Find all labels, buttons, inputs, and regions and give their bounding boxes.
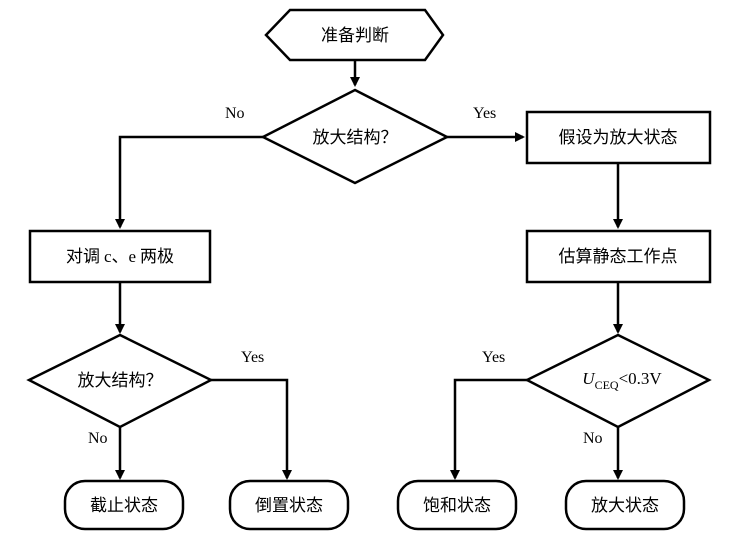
- swap-ce-suffix: 两极: [140, 247, 174, 267]
- decision2-yes-label: Yes: [241, 349, 264, 366]
- cutoff-label: 截止状态: [90, 496, 158, 516]
- decision1-label: 放大结构？: [313, 128, 398, 148]
- swap-ce-box: [28, 229, 212, 284]
- assume-amplify-label: 假设为放大状态: [559, 128, 678, 148]
- cutoff-terminal: [63, 479, 185, 531]
- inverted-label: 倒置状态: [255, 496, 323, 516]
- start-hexagon: [264, 8, 445, 62]
- edge-decision3-yes: [450, 378, 527, 480]
- decision1-diamond: [260, 88, 450, 185]
- amplify-label: 放大状态: [591, 496, 659, 516]
- assume-amplify-box: [525, 110, 712, 165]
- amplify-terminal: [564, 479, 686, 531]
- decision2-label: 放大结构？: [78, 371, 163, 391]
- swap-ce-mid: c、e: [104, 247, 136, 266]
- estimate-q-label: 估算静态工作点: [559, 247, 678, 267]
- decision3-var: U: [582, 369, 596, 388]
- decision2-diamond: [26, 333, 214, 429]
- decision3-diamond: [524, 333, 712, 429]
- estimate-q-box: [525, 229, 712, 284]
- edge-decision1-no: [115, 135, 263, 229]
- decision3-no-label: No: [583, 430, 603, 447]
- start-label: 准备判断: [321, 26, 389, 46]
- decision3-yes-label: Yes: [482, 349, 505, 366]
- decision3-sub: CEQ: [595, 378, 619, 392]
- saturation-label: 饱和状态: [423, 496, 491, 516]
- saturation-terminal: [396, 479, 518, 531]
- edge-decision2-yes: [211, 378, 292, 480]
- inverted-terminal: [228, 479, 350, 531]
- decision3-label: UCEQ<0.3V: [582, 369, 662, 392]
- decision1-yes-label: Yes: [473, 105, 496, 122]
- swap-ce-prefix: 对调: [66, 247, 100, 267]
- decision2-no-label: No: [88, 430, 108, 447]
- decision1-no-label: No: [225, 105, 245, 122]
- decision3-rest: <0.3V: [619, 369, 663, 388]
